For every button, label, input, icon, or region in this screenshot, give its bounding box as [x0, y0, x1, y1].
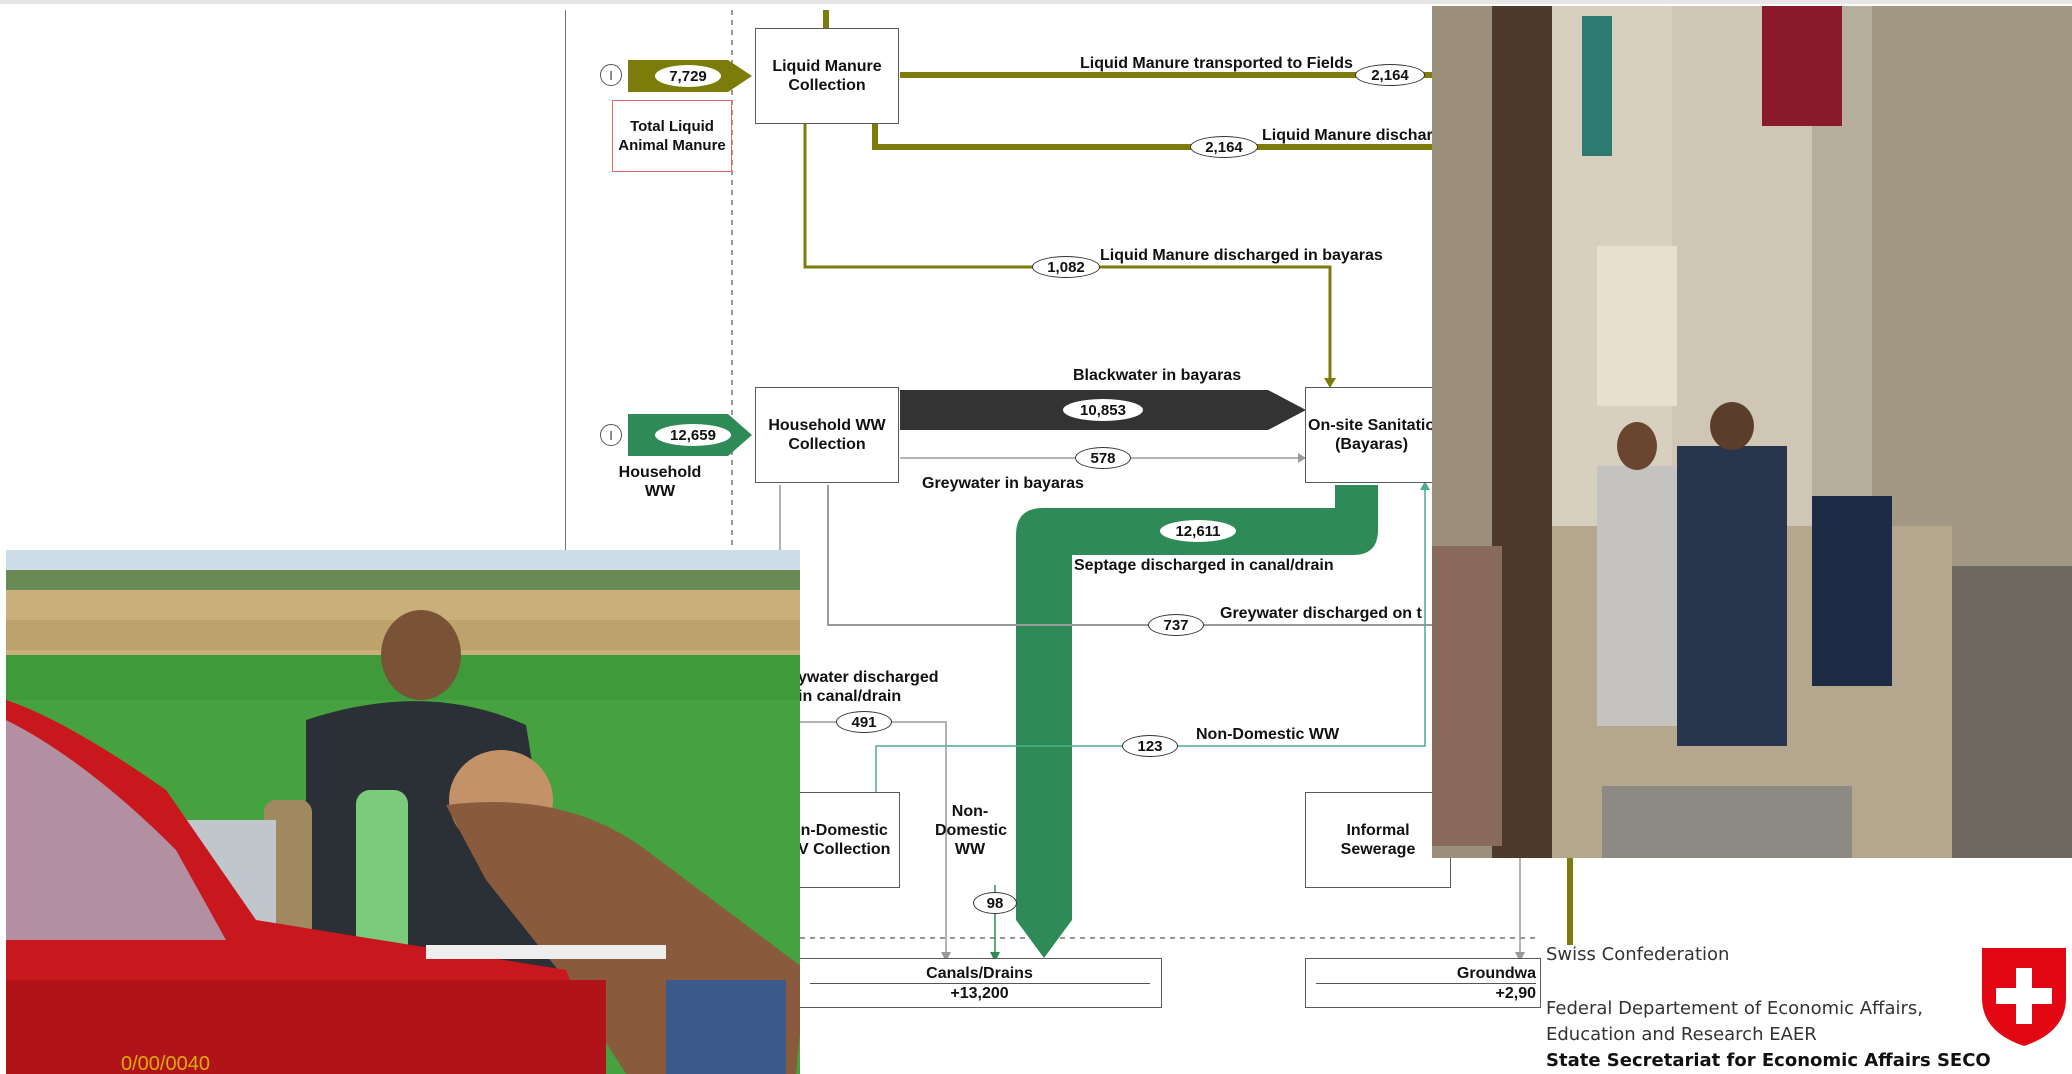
arrow-manure-bayaras [1324, 378, 1336, 388]
value-manure-bayaras: 1,082 [1032, 256, 1100, 278]
value-discharged: 2,164 [1190, 136, 1258, 158]
footer-dept-line1: Federal Departement of Economic Affairs, [1546, 998, 1923, 1019]
node-groundwater: Groundwa +2,90 [1305, 958, 1541, 1008]
footer-swiss: Swiss Confederation [1546, 944, 1730, 965]
label-discharged: Liquid Manure discharg [1262, 127, 1443, 144]
system-boundary-line [565, 10, 566, 550]
field-photo-date: 0/00/0040 [121, 1053, 210, 1074]
flow-septage [1016, 485, 1378, 958]
value-liquid-manure-input: 7,729 [655, 65, 721, 87]
field-photo: 0/00/0040 [6, 550, 800, 1074]
top-border [0, 0, 2072, 4]
canals-drains-value: +13,200 [809, 982, 1150, 1003]
node-household-ww-collection: Household WW Collection [755, 387, 899, 483]
value-household-input: 12,659 [655, 424, 731, 446]
footer-dept-line2: Education and Research EAER [1546, 1024, 1817, 1045]
label-septage: Septage discharged in canal/drain [1074, 557, 1334, 574]
label-manure-bayaras: Liquid Manure discharged in bayaras [1100, 247, 1383, 264]
label-blackwater: Blackwater in bayaras [1073, 367, 1242, 384]
input-marker-household: I [600, 424, 622, 446]
node-informal-sewerage: Informal Sewerage [1305, 792, 1451, 888]
node-canals-drains: Canals/Drains +13,200 [798, 958, 1162, 1008]
canals-drains-label: Canals/Drains [926, 964, 1033, 982]
label-nondomestic-ww: Non- Domestic WW [935, 803, 1008, 858]
footer-seco: State Secretariat for Economic Affairs S… [1546, 1050, 1991, 1071]
street-photo-image [1432, 6, 2072, 858]
label-greywater-canal: ywater discharged in canal/drain [798, 669, 939, 705]
node-total-liquid-manure: Total Liquid Animal Manure [612, 100, 732, 172]
label-greywater-bayaras: Greywater in bayaras [922, 475, 1084, 492]
label-greywater-on: Greywater discharged on t [1220, 605, 1422, 622]
label-transported: Liquid Manure transported to Fields [1080, 55, 1353, 72]
value-blackwater: 10,853 [1063, 399, 1143, 421]
input-marker-manure: I [600, 64, 622, 86]
value-greywater-bayaras: 578 [1075, 447, 1131, 469]
label-nondomestic: Non-Domestic WW [1196, 726, 1340, 743]
flow-greywater-on [827, 485, 1440, 626]
street-photo [1432, 6, 2072, 858]
value-septage: 12,611 [1160, 520, 1236, 542]
label-household-ww: Household WW [618, 464, 702, 500]
node-onsite-sanitation: On-site Sanitatio (Bayaras) [1305, 387, 1445, 483]
value-greywater-on: 737 [1148, 614, 1204, 636]
groundwater-value: +2,90 [1316, 982, 1536, 1003]
groundwater-label: Groundwa [1456, 964, 1536, 982]
value-transported: 2,164 [1355, 64, 1425, 86]
field-photo-image: 0/00/0040 [6, 550, 800, 1074]
value-greywater-canal: 491 [836, 711, 892, 733]
value-nondomestic: 123 [1122, 735, 1178, 757]
node-liquid-manure-collection: Liquid Manure Collection [755, 28, 899, 124]
node-nondomestic-collection: n-Domestic V Collection [798, 792, 900, 888]
swiss-shield-icon [1982, 948, 2066, 1046]
value-nondomestic-ww: 98 [973, 892, 1017, 914]
